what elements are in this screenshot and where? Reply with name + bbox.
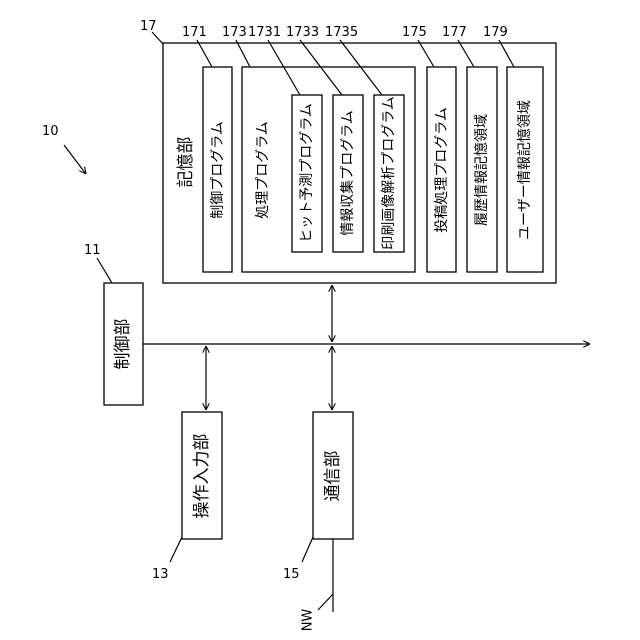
storage-label: 記憶部 (176, 137, 196, 188)
operation-input-ref: 13 (152, 567, 169, 582)
control-unit-ref: 11 (84, 243, 101, 258)
print-image-analysis-ref: 1735 (325, 25, 358, 40)
info-collection-label: 情報収集プログラム (339, 110, 356, 236)
processing-program-label: 処理プログラム (255, 121, 271, 219)
communication-unit: 15 通信部 (283, 412, 353, 582)
hit-prediction-label: ヒット予測プログラム (299, 103, 315, 243)
operation-input-label: 操作入力部 (192, 434, 212, 519)
storage-ref: 17 (140, 19, 157, 34)
communication-ref: 15 (283, 567, 300, 582)
system-ref-arrow (64, 145, 86, 174)
processing-program-ref: 173 (222, 25, 247, 40)
user-info-area-ref: 179 (483, 25, 508, 40)
system-ref: 10 (42, 124, 59, 139)
control-program-label: 制御プログラム (210, 121, 226, 219)
communication-label: 通信部 (323, 451, 343, 502)
history-area-label: 履歴情報記憶領域 (473, 114, 490, 226)
operation-input-unit: 13 操作入力部 (152, 412, 222, 582)
control-program-ref: 171 (182, 25, 207, 40)
user-info-area-label: ユーザー情報記憶領域 (516, 100, 533, 240)
system-bus (143, 285, 590, 410)
history-area-ref: 177 (442, 25, 467, 40)
control-unit-label: 制御部 (113, 319, 133, 370)
hit-prediction-ref: 1731 (248, 25, 281, 40)
network-label: NW (301, 609, 316, 632)
post-processing-ref: 175 (402, 25, 427, 40)
info-collection-ref: 1733 (286, 25, 319, 40)
post-processing-label: 投稿処理プログラム (434, 107, 450, 233)
control-unit: 11 制御部 (84, 243, 143, 405)
print-image-analysis-label: 印刷画像解析プログラム (381, 96, 397, 250)
